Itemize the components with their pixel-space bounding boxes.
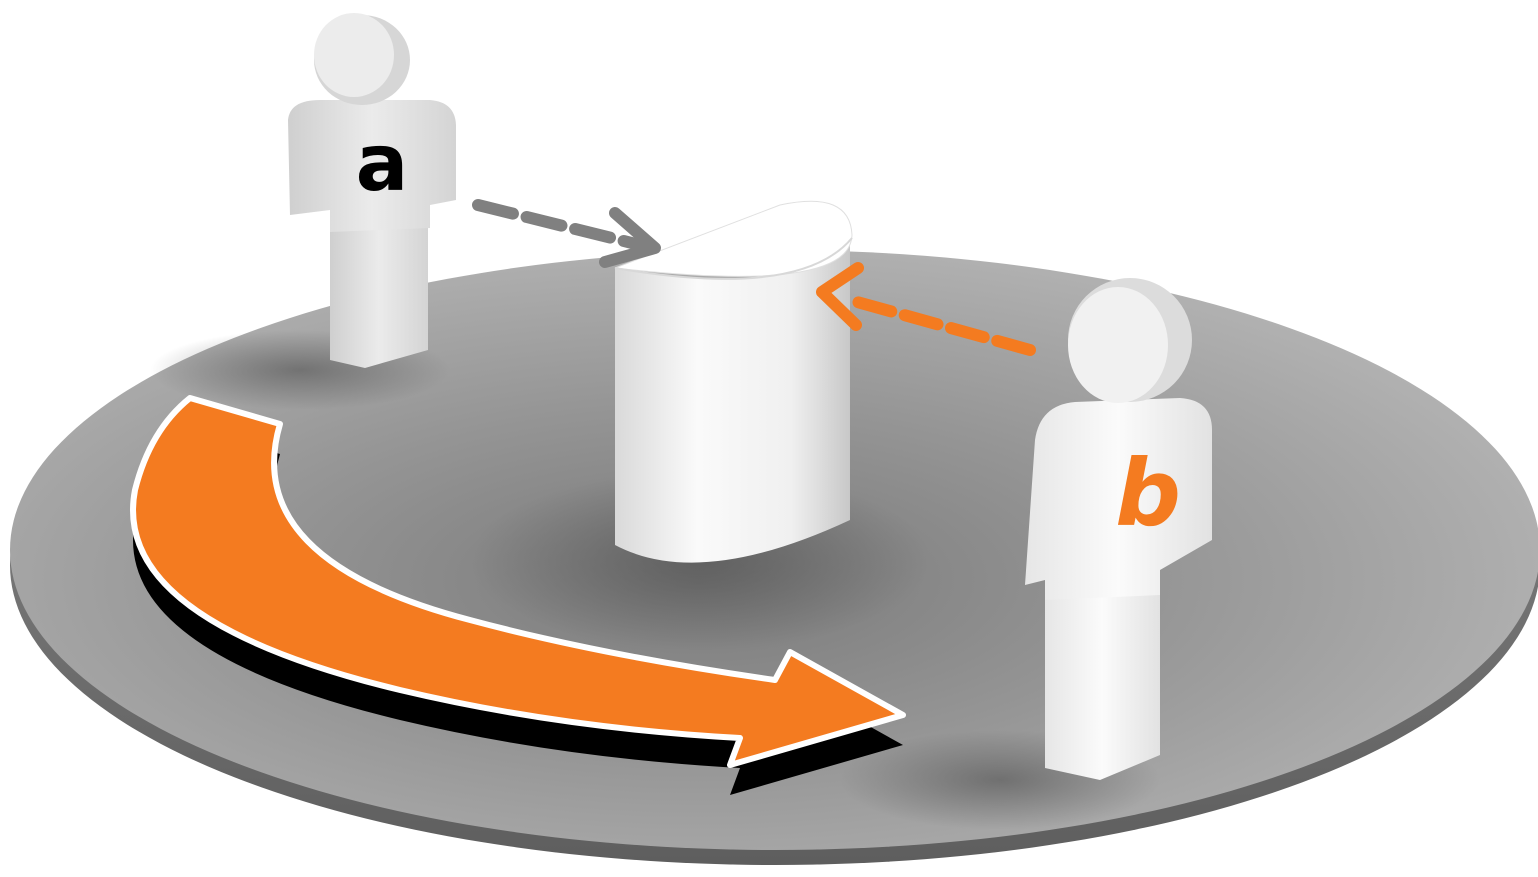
gaze-arrow-a xyxy=(472,199,661,268)
person-icon xyxy=(288,13,456,368)
figure-b: b xyxy=(1025,278,1212,780)
gaze-arrow-b xyxy=(816,262,1036,356)
curved-arrow-icon xyxy=(130,395,906,795)
half-cylinder-icon xyxy=(614,200,853,563)
person-icon xyxy=(1025,278,1212,780)
figure-a: a xyxy=(288,13,456,368)
figure-b-label: b xyxy=(1115,440,1181,547)
figure-a-label: a xyxy=(356,119,409,209)
